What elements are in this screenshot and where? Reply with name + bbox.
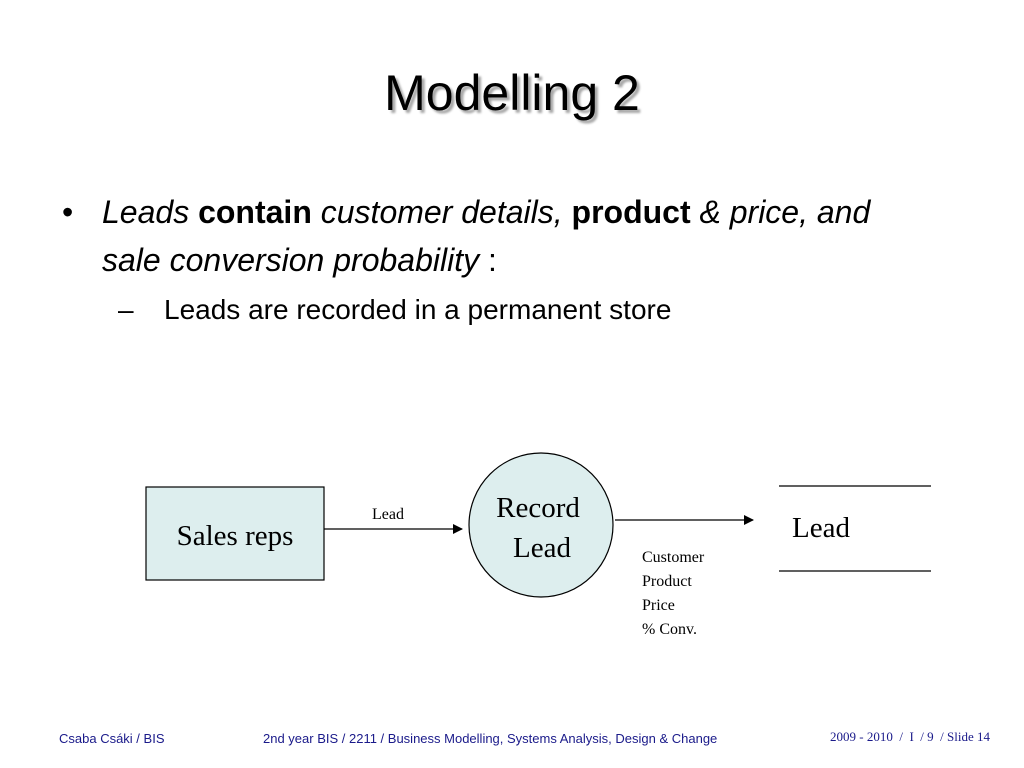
bullet-text: Leads contain customer details, product … bbox=[102, 188, 902, 284]
entity-label: Sales reps bbox=[177, 520, 294, 552]
entity-box bbox=[145, 486, 325, 581]
flow-out-attr: % Conv. bbox=[642, 621, 697, 638]
bullet-amp: & bbox=[699, 194, 721, 230]
bullet-marker: • bbox=[62, 194, 74, 230]
process-circle bbox=[468, 452, 614, 598]
flow-out-attr: Price bbox=[642, 597, 675, 614]
bullet-colon: : bbox=[487, 242, 497, 278]
sub-bullet-marker: – bbox=[118, 294, 134, 325]
flow-in-label: Lead bbox=[372, 506, 404, 523]
bullet-rest: price, and sale conversion probability bbox=[102, 194, 871, 278]
footer-author: Csaba Csáki / BIS bbox=[59, 731, 165, 746]
process-label-line1: Record bbox=[496, 492, 580, 524]
bullet-leads: Leads bbox=[102, 194, 190, 230]
footer-slide-info: 2009 - 2010 / I / 9 / Slide 14 bbox=[830, 729, 990, 745]
bullet-contain: contain bbox=[198, 194, 312, 230]
footer-slide-info-text: 2009 - 2010 / I / 9 / Slide 14 bbox=[830, 729, 990, 744]
flow-out-attr: Customer bbox=[642, 549, 705, 566]
bullet-customer-details: customer details, bbox=[320, 194, 563, 230]
footer-course: 2nd year BIS / 2211 / Business Modelling… bbox=[263, 731, 718, 746]
slide-title: Modelling 2 bbox=[384, 65, 640, 121]
sub-bullet-text: Leads are recorded in a permanent store bbox=[164, 294, 672, 325]
process-label-line2: Lead bbox=[513, 532, 571, 564]
data-store-label: Lead bbox=[792, 512, 850, 544]
flow-out-attr: Product bbox=[642, 573, 692, 590]
bullet-product: product bbox=[571, 194, 691, 230]
